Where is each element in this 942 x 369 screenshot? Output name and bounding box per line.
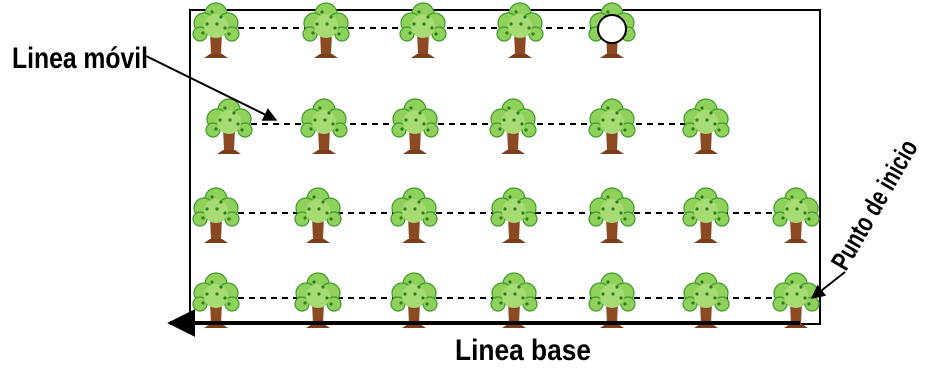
tree-icon bbox=[390, 272, 438, 329]
tree-row-1 bbox=[192, 2, 636, 59]
tree-icon bbox=[490, 187, 538, 244]
tree-icon bbox=[192, 2, 240, 59]
moving-line-label: Linea móvil bbox=[12, 42, 148, 75]
tree-icon bbox=[300, 98, 348, 155]
tree-icon bbox=[588, 98, 636, 155]
tree-icon bbox=[772, 272, 820, 329]
tree-icon bbox=[496, 2, 544, 59]
tree-icon bbox=[391, 98, 439, 155]
tree-icon bbox=[772, 187, 820, 244]
tree-icon bbox=[682, 272, 730, 329]
start-point-arrow bbox=[810, 271, 846, 299]
tree-icon bbox=[390, 187, 438, 244]
tree-icon bbox=[294, 272, 342, 329]
base-line-label: Linea base bbox=[455, 334, 591, 367]
tree-icon bbox=[588, 272, 636, 329]
moving-line-arrow bbox=[145, 55, 278, 121]
tree-icon bbox=[302, 2, 350, 59]
tree-icon bbox=[588, 187, 636, 244]
tree-row-4 bbox=[192, 272, 820, 329]
tree-row-3 bbox=[192, 187, 820, 244]
tree-icon bbox=[205, 98, 253, 155]
tree-icon bbox=[192, 272, 240, 329]
tree-icon bbox=[294, 187, 342, 244]
tree-icon bbox=[490, 272, 538, 329]
start-point-label: Punto de inicio bbox=[825, 134, 923, 275]
tree-icon bbox=[682, 187, 730, 244]
tree-icon bbox=[399, 2, 447, 59]
tree-row-2 bbox=[205, 98, 730, 155]
tree-icon bbox=[489, 98, 537, 155]
current-position-marker bbox=[597, 14, 627, 44]
tree-icon bbox=[192, 187, 240, 244]
tree-icon bbox=[682, 98, 730, 155]
